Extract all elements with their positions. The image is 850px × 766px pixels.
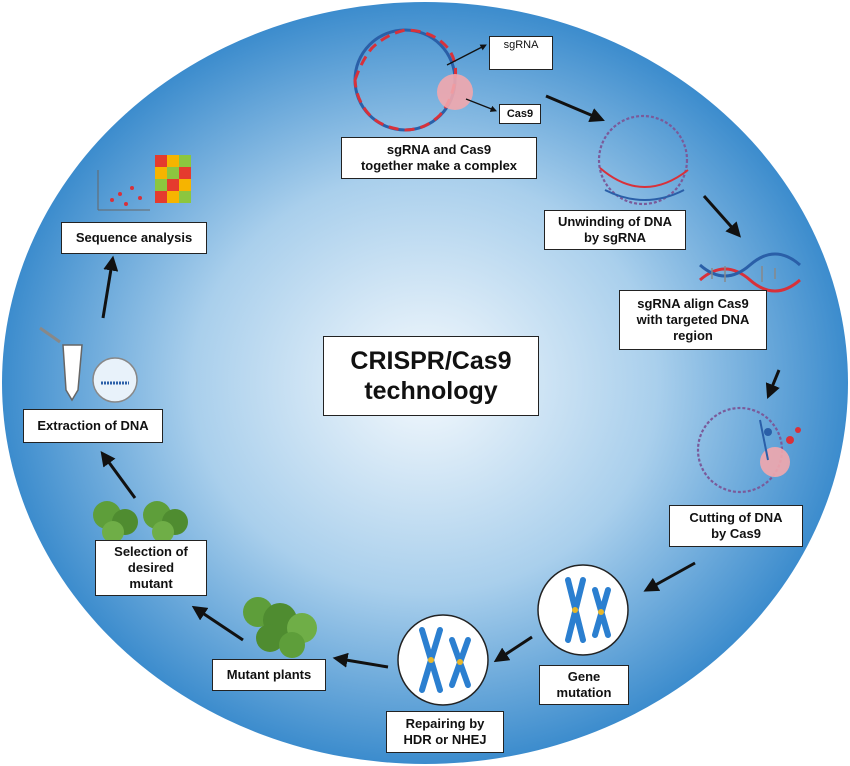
step-4-label: Cutting of DNA by Cas9: [669, 505, 803, 547]
mutant-plants-icon: [243, 597, 317, 658]
step-1-label: sgRNA and Cas9 together make a complex: [341, 137, 537, 179]
plasmid-complex-icon: [353, 28, 473, 132]
step-8-line1: Selection of: [114, 544, 188, 559]
arrow-step8-to-step9: [100, 450, 137, 499]
step-8-line3: mutant: [129, 576, 173, 591]
cas9-tag-text: Cas9: [506, 108, 534, 120]
arrow-step6-to-step7: [332, 652, 389, 669]
arrow-step7-to-step8: [191, 605, 244, 642]
step-3-line2: with targeted DNA: [636, 312, 750, 327]
step-4-line2: by Cas9: [711, 526, 761, 541]
center-title-box: CRISPR/Cas9 technology: [323, 336, 539, 416]
extraction-tube-icon: [39, 326, 138, 403]
sgrna-tag: sgRNA: [489, 36, 553, 70]
unwinding-dna-icon: [597, 114, 689, 206]
cas9-tag: Cas9: [499, 104, 541, 124]
pointer-cas9: [465, 98, 498, 112]
step-2-line2: by sgRNA: [583, 230, 647, 245]
sgrna-tag-text: sgRNA: [503, 39, 539, 51]
step-9-label: Extraction of DNA: [23, 409, 163, 443]
step-7-label: Mutant plants: [212, 659, 326, 691]
step-3-line3: region: [673, 328, 713, 343]
step-2-line1: Unwinding of DNA: [557, 214, 673, 229]
step-6-line2: HDR or NHEJ: [403, 732, 487, 747]
center-title-line1: CRISPR/Cas9: [350, 347, 512, 375]
step-5-label: Gene mutation: [539, 665, 629, 705]
pointer-sgrna: [446, 44, 487, 66]
step-7-line1: Mutant plants: [226, 667, 312, 682]
arrow-step5-to-step6: [493, 635, 533, 663]
dna-helix-icon: [699, 252, 801, 293]
step-10-line1: Sequence analysis: [75, 230, 193, 245]
arrow-step1-to-step2: [545, 94, 605, 122]
step-2-label: Unwinding of DNA by sgRNA: [544, 210, 686, 250]
step-8-label: Selection of desired mutant: [95, 540, 207, 596]
arrow-step2-to-step3: [702, 195, 741, 238]
center-title-line2: technology: [364, 377, 498, 405]
arrow-step9-to-step10: [101, 255, 119, 319]
step-6-line1: Repairing by: [405, 716, 485, 731]
step-9-line1: Extraction of DNA: [37, 418, 149, 433]
selected-plants-icon: [93, 501, 188, 543]
step-1-line1: sgRNA and Cas9: [386, 142, 492, 157]
arrow-step3-to-step4: [765, 369, 781, 399]
arrow-step4-to-step5: [643, 561, 696, 592]
step-10-label: Sequence analysis: [61, 222, 207, 254]
step-5-line1: Gene: [567, 669, 601, 684]
step-6-label: Repairing by HDR or NHEJ: [386, 711, 504, 753]
sequence-analysis-icon: [97, 155, 191, 211]
step-4-line1: Cutting of DNA: [689, 510, 783, 525]
dna-cut-icon: [696, 406, 801, 494]
step-3-line1: sgRNA align Cas9: [637, 296, 749, 311]
step-8-line2: desired: [127, 560, 175, 575]
gene-mutation-icon: [537, 564, 629, 656]
repair-chromosomes-icon: [397, 614, 489, 706]
step-3-label: sgRNA align Cas9 with targeted DNA regio…: [619, 290, 767, 350]
step-1-line2: together make a complex: [360, 158, 518, 173]
step-5-line2: mutation: [556, 685, 612, 700]
